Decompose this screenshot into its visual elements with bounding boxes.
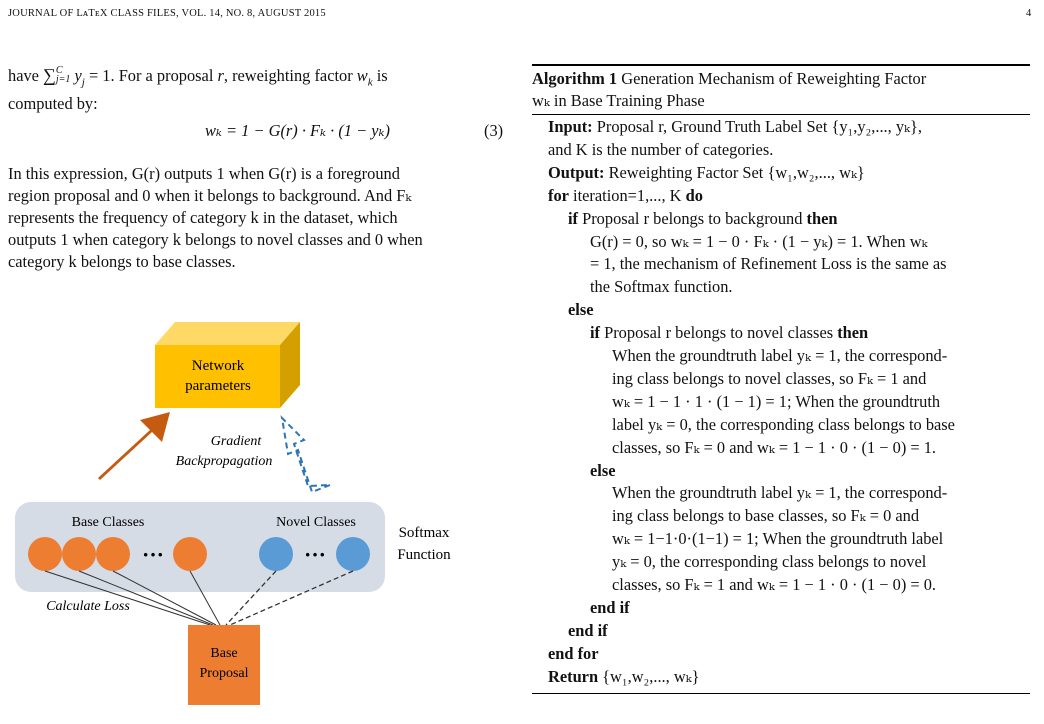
algorithm-top-rule bbox=[532, 64, 1030, 66]
novel-class-circle bbox=[259, 537, 293, 571]
algorithm-line: = 1, the mechanism of Refinement Loss is… bbox=[590, 254, 947, 274]
algorithm-line: if Proposal r belongs to background then bbox=[568, 208, 838, 228]
base-proposal-box bbox=[188, 625, 260, 705]
loss-line bbox=[44, 570, 211, 626]
algorithm-line: label yₖ = 0, the corresponding class be… bbox=[612, 414, 955, 434]
algorithm-line: end if bbox=[568, 620, 608, 640]
algorithm-body: Input: Proposal r, Ground Truth Label Se… bbox=[532, 116, 1030, 694]
algorithm-number: Algorithm 1 bbox=[532, 69, 618, 88]
loss-line-dashed bbox=[229, 570, 354, 626]
algorithm-line: wₖ = 1−1·0·(1−1) = 1; When the groundtru… bbox=[612, 529, 944, 549]
algorithm-line: classes, so Fₖ = 1 and wₖ = 1 − 1 · 0 · … bbox=[612, 575, 937, 594]
sum-symbol: ∑ bbox=[43, 65, 56, 85]
novel-ellipsis: ··· bbox=[304, 542, 326, 567]
loss-line bbox=[112, 570, 217, 626]
algorithm-line: ing class belongs to base classes, so Fₖ… bbox=[612, 506, 920, 526]
update-arrow bbox=[98, 412, 170, 490]
page-number: 4 bbox=[1026, 8, 1032, 19]
para2-line4: outputs 1 when category k belongs to nov… bbox=[8, 230, 423, 249]
gradient-label-2: Backpropagation bbox=[176, 454, 273, 469]
para2-line5: category k belongs to base classes. bbox=[8, 252, 236, 271]
softmax-label-1: Softmax bbox=[399, 525, 450, 541]
base-class-circle bbox=[62, 537, 96, 571]
algorithm-line: the Softmax function. bbox=[590, 277, 733, 297]
algorithm-line: Return {w₁,w₂,..., wₖ} bbox=[548, 666, 700, 686]
loss-line bbox=[78, 570, 214, 626]
softmax-label-2: Function bbox=[397, 547, 451, 563]
algorithm-line: ing class belongs to novel classes, so F… bbox=[612, 368, 927, 388]
algorithm-mid-rule bbox=[532, 114, 1030, 115]
algorithm-line: yₖ = 0, the corresponding class belongs … bbox=[612, 552, 927, 572]
algorithm-line: Output: Reweighting Factor Set {w₁,w₂,..… bbox=[548, 162, 865, 182]
algorithm-title-text: Generation Mechanism of Reweighting Fact… bbox=[617, 69, 927, 88]
calculate-loss-label: Calculate Loss bbox=[46, 599, 130, 614]
network-label-2: parameters bbox=[185, 378, 251, 394]
algorithm-line: for iteration=1,..., K do bbox=[548, 185, 703, 205]
gradient-backprop-arrow bbox=[280, 415, 331, 494]
gradient-label-1: Gradient bbox=[211, 434, 263, 449]
algorithm-line: and K is the number of categories. bbox=[548, 139, 774, 159]
proposal-label-1: Base bbox=[210, 646, 237, 661]
base-class-circle bbox=[96, 537, 130, 571]
algorithm-line: if Proposal r belongs to novel classes t… bbox=[590, 323, 869, 343]
refinement-loss-diagram: Network parameters Gradient Backpropagat… bbox=[15, 322, 451, 705]
base-ellipsis: ··· bbox=[142, 542, 164, 567]
loss-line-dashed bbox=[225, 570, 277, 626]
algorithm-line: When the groundtruth label yₖ = 1, the c… bbox=[612, 346, 948, 365]
algorithm-line: G(r) = 0, so wₖ = 1 − 0 · Fₖ · (1 − yₖ) … bbox=[590, 231, 928, 251]
algorithm-line: else bbox=[590, 460, 616, 480]
algorithm-bottom-rule bbox=[532, 693, 1030, 694]
para2-line1: In this expression, G(r) outputs 1 when … bbox=[8, 164, 400, 183]
para2-line3: represents the frequency of category k i… bbox=[8, 208, 398, 227]
para1-line2: computed by: bbox=[8, 94, 98, 114]
algorithm-line: else bbox=[568, 300, 594, 320]
para2-line2: region proposal and 0 when it belongs to… bbox=[8, 186, 412, 205]
network-box-front bbox=[155, 345, 280, 408]
algorithm-line: Input: Proposal r, Ground Truth Label Se… bbox=[548, 117, 922, 136]
algorithm-line: When the groundtruth label yₖ = 1, the c… bbox=[612, 483, 948, 503]
algorithm-title-line2: wₖ in Base Training Phase bbox=[532, 91, 705, 110]
base-classes-label: Base Classes bbox=[72, 515, 145, 530]
algorithm-line: end if bbox=[590, 597, 630, 617]
equation-number: (3) bbox=[484, 121, 504, 140]
network-box-top bbox=[155, 322, 300, 345]
novel-class-circle bbox=[336, 537, 370, 571]
algorithm-title: Algorithm 1 Generation Mechanism of Rewe… bbox=[532, 68, 1030, 112]
algorithm-line: wₖ = 1 − 1 · 1 · (1 − 1) = 1; When the g… bbox=[612, 391, 941, 411]
novel-classes-label: Novel Classes bbox=[276, 515, 356, 530]
loss-line bbox=[189, 570, 221, 626]
running-header: JOURNAL OF LᴀTᴇX CLASS FILES, VOL. 14, N… bbox=[8, 8, 326, 19]
base-class-circle bbox=[173, 537, 207, 571]
left-paragraph-2: In this expression, G(r) outputs 1 when … bbox=[8, 163, 508, 273]
network-box-side bbox=[280, 322, 300, 408]
algorithm-line: classes, so Fₖ = 0 and wₖ = 1 − 1 · 0 · … bbox=[612, 437, 937, 457]
base-class-circle bbox=[28, 537, 62, 571]
equation-3: wₖ = 1 − G(r) · Fₖ · (1 − yₖ) bbox=[205, 121, 390, 140]
algorithm-line: end for bbox=[548, 643, 599, 663]
proposal-label-2: Proposal bbox=[200, 666, 249, 681]
network-label-1: Network bbox=[192, 358, 245, 374]
